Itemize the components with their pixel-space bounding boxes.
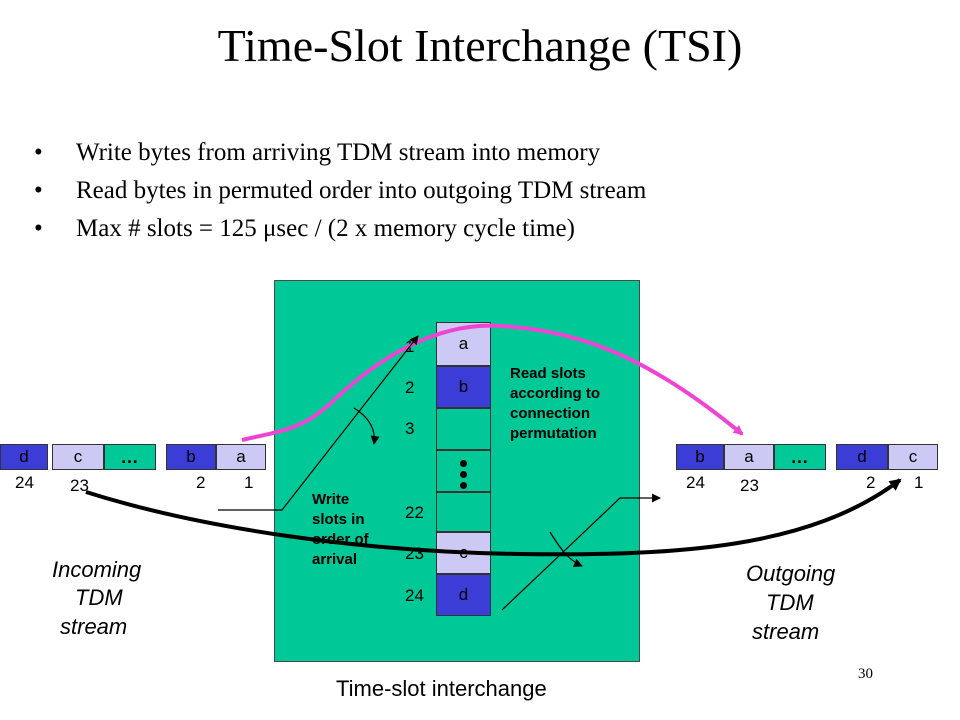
bullet-list: Write bytes from arriving TDM stream int… [34, 134, 646, 248]
incoming-label-1: Incoming [52, 557, 142, 582]
incoming-label-2: TDM [75, 585, 123, 610]
outgoing-label-3: stream [752, 619, 820, 644]
incoming-number: 1 [244, 473, 254, 492]
memory-index: 3 [405, 419, 415, 438]
outgoing-cell-b: b [676, 444, 724, 470]
pink-arrow [241, 323, 744, 442]
bullet-item: Read bytes in permuted order into outgoi… [34, 172, 646, 210]
page-number: 30 [858, 666, 873, 682]
bullet-item: Write bytes from arriving TDM stream int… [34, 134, 646, 172]
outgoing-number: 1 [914, 473, 924, 492]
write-line [218, 335, 419, 511]
slide-title: Time-Slot Interchange (TSI) [217, 20, 743, 71]
outgoing-number: 2 [866, 473, 876, 492]
memory-index: 24 [405, 586, 424, 605]
incoming-label-3: stream [60, 614, 128, 639]
incoming-cell-ellipsis: … [104, 444, 156, 470]
incoming-cell-a: a [216, 444, 266, 470]
incoming-number: 24 [15, 473, 34, 492]
outgoing-label-1: Outgoing [746, 561, 836, 586]
outgoing-cell-c: c [888, 444, 938, 470]
incoming-number: 2 [196, 473, 206, 492]
outgoing-cell-ellipsis: … [774, 444, 826, 470]
incoming-cell-b: b [166, 444, 216, 470]
memory-index: 2 [405, 378, 415, 397]
incoming-number: 23 [70, 476, 89, 495]
ellipsis-dot [460, 471, 467, 478]
outgoing-cell-d: d [836, 444, 888, 470]
diagram-caption: Time-slot interchange [336, 676, 547, 701]
incoming-cell-d: d [0, 444, 48, 470]
incoming-cell-c: c [52, 444, 104, 470]
ellipsis-dot [460, 460, 467, 467]
write-note: Write slots in order of arrival [312, 491, 369, 568]
outgoing-label-2: TDM [766, 590, 814, 615]
memory-cell-24: d [436, 574, 491, 616]
memory-cell-22 [436, 492, 491, 532]
memory-cell-3 [436, 408, 491, 450]
read-curve-arrow [549, 531, 583, 567]
bullet-item: Max # slots = 125 μsec / (2 x memory cyc… [34, 210, 646, 248]
outgoing-cell-a: a [724, 444, 774, 470]
memory-index: 22 [405, 503, 424, 522]
memory-cell-2: b [436, 366, 491, 408]
read-line [501, 493, 661, 611]
read-note: Read slots according to connection permu… [510, 365, 601, 442]
ellipsis-dot [460, 482, 467, 489]
memory-cell-1: a [436, 322, 491, 366]
black-arrow [85, 478, 902, 557]
outgoing-number: 23 [740, 476, 759, 495]
outgoing-number: 24 [686, 473, 705, 492]
write-curve-arrow [353, 407, 380, 445]
